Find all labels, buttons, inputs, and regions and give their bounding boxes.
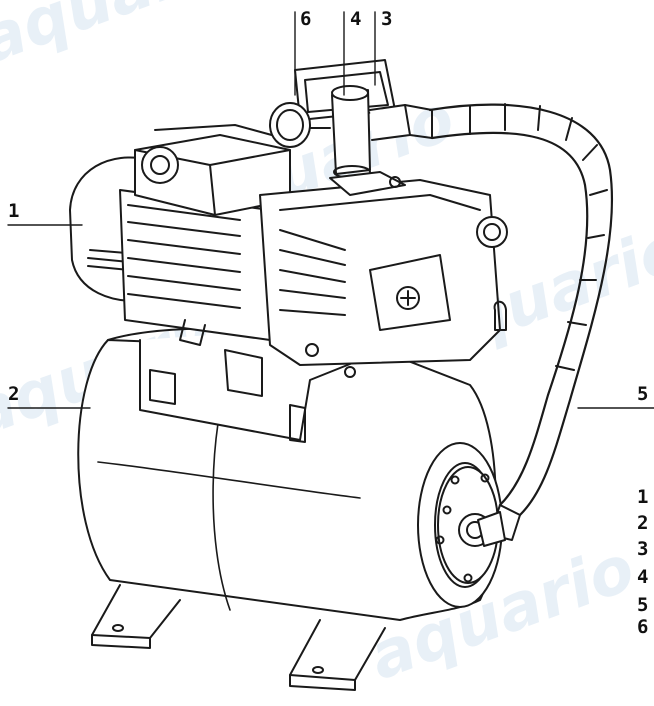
watermark: aquario bbox=[0, 0, 255, 78]
legend-item-3: 3 bbox=[637, 538, 649, 560]
callout-3: 3 bbox=[381, 8, 393, 30]
legend-item-6: 6 bbox=[637, 616, 649, 638]
pump-housing bbox=[259, 179, 508, 378]
electric-motor bbox=[69, 124, 291, 346]
callout-1: 1 bbox=[8, 200, 20, 222]
callout-4: 4 bbox=[350, 8, 362, 30]
callout-2: 2 bbox=[8, 383, 20, 405]
callout-6: 6 bbox=[300, 8, 312, 30]
leader-lines bbox=[7, 11, 654, 409]
callout-5: 5 bbox=[637, 383, 649, 405]
legend-item-5: 5 bbox=[637, 594, 649, 616]
legend-item-4: 4 bbox=[637, 566, 649, 588]
manifold-assembly bbox=[269, 59, 433, 196]
flexible-hose bbox=[428, 103, 614, 547]
legend-item-2: 2 bbox=[637, 512, 649, 534]
legend-item-1: 1 bbox=[637, 486, 649, 508]
